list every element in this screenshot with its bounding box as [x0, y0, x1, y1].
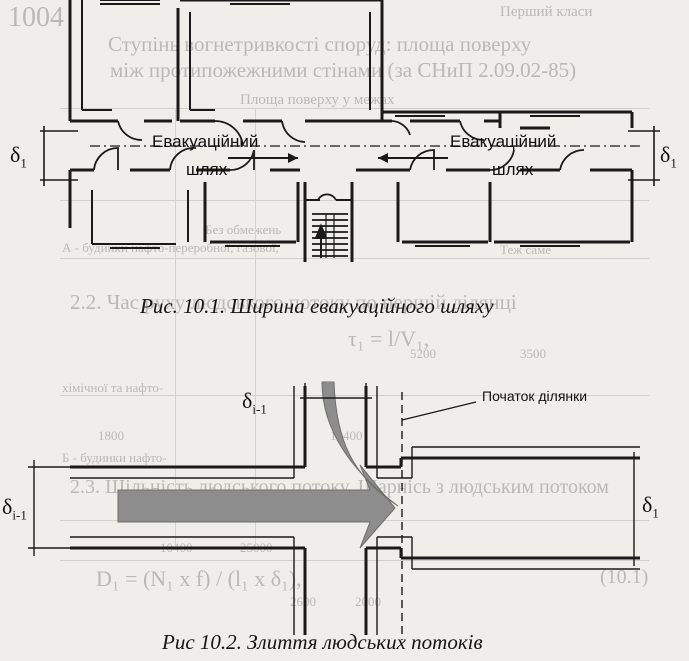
wall — [176, 8, 215, 123]
window — [520, 241, 580, 247]
window — [415, 241, 470, 247]
stair-tread — [312, 213, 348, 257]
dim-left — [40, 126, 78, 186]
stair-up-arrow — [314, 223, 328, 258]
bleed-header-right: Перший класи — [500, 4, 593, 20]
window — [395, 111, 445, 117]
label-leader — [401, 401, 477, 421]
bleed-formula-t: τ₁ = l/V₁, — [348, 326, 430, 351]
door-arc — [169, 147, 197, 171]
delta-top: δі-1 — [242, 388, 267, 417]
bleed-val-8: 2000 — [355, 594, 381, 609]
dim-left-2 — [28, 460, 72, 556]
bleed-eq-num: (10.1) — [600, 566, 649, 588]
bleed-rule — [60, 560, 649, 561]
window — [530, 111, 580, 117]
bleed-para-22: 2.2. Час руху людського потоку по першій… — [70, 290, 517, 314]
window — [225, 241, 280, 247]
dim-right-2 — [600, 452, 640, 566]
bleed-table-title-2: між протипожежними стінами (за СНиП 2.09… — [110, 58, 577, 82]
evac-label-left-line1: Евакуаційний — [152, 132, 259, 151]
wall — [203, 182, 300, 242]
delta-1-left: δ1 — [10, 142, 27, 171]
wall — [396, 182, 492, 242]
door-arc — [281, 120, 306, 143]
bleed-val-9: Без обмежень — [205, 222, 282, 237]
bleed-val-4: 1800 — [98, 428, 124, 443]
bleed-rule — [60, 395, 649, 396]
stair-treads — [312, 213, 348, 258]
bleed-row-label-b: хімічної та нафто- — [62, 380, 164, 395]
window — [230, 0, 290, 5]
evac-arrow-right-head — [378, 153, 388, 163]
figure2-caption: Рис 10.2. Злиття людських потоків — [162, 630, 483, 654]
bleed-formula-d: D₁ = (N₁ x f) / (l₁ x δ₁), — [96, 566, 302, 591]
dim-top — [300, 383, 372, 399]
fig2-inner-walls — [70, 386, 640, 635]
window — [100, 0, 160, 5]
figure1-caption: Рис. 10.1. Ширина евакуаційного шляху — [140, 294, 494, 318]
bleed-page-corner: 1004 — [8, 2, 64, 33]
door-arc — [459, 120, 485, 141]
wall — [68, 0, 172, 123]
bleed-row-label-c: Б - будинки нафто- — [62, 450, 167, 465]
merge-flow-arrow — [117, 464, 396, 549]
window — [110, 243, 160, 249]
merge-flow-branch-top — [326, 382, 332, 400]
wall — [243, 0, 384, 123]
door-arc — [229, 149, 255, 171]
door-arc — [317, 193, 337, 201]
bleed-val-2: 3500 — [520, 346, 546, 361]
wall-inner — [81, 0, 371, 110]
evac-label-left-line2: шлях — [186, 160, 228, 179]
segment-start-label: Початок ділянки — [482, 388, 588, 404]
wall — [498, 112, 550, 130]
bleed-column-rule — [255, 108, 256, 548]
door-arc — [489, 149, 515, 171]
bleed-rule — [60, 258, 649, 259]
door-arc — [409, 149, 435, 171]
bleed-rule — [60, 108, 649, 109]
door-arc — [391, 120, 411, 136]
evac-arrow-left-head — [288, 153, 298, 163]
door-arc — [117, 120, 143, 141]
merge-flow-branch — [321, 381, 399, 507]
bleed-val-1: 5200 — [410, 346, 436, 361]
door-arc — [214, 120, 244, 147]
door-arc — [559, 149, 585, 171]
bleed-heading-para: Площа поверху у межах — [240, 92, 395, 108]
stair-wall — [303, 182, 354, 262]
evac-label-right-line1: Евакуаційний — [450, 132, 557, 151]
door-arc — [93, 147, 119, 171]
wall — [68, 168, 94, 228]
bleed-column-rule — [175, 108, 176, 548]
evac-label-right-line2: шлях — [492, 160, 534, 179]
delta-right: δ1 — [642, 492, 659, 521]
wall-inner — [91, 190, 176, 245]
delta-left: δі-1 — [2, 494, 27, 523]
dim-right — [628, 126, 660, 186]
bleed-val-7: 2600 — [290, 594, 316, 609]
delta-1-right: δ1 — [660, 142, 677, 171]
bleed-rule — [60, 200, 649, 201]
